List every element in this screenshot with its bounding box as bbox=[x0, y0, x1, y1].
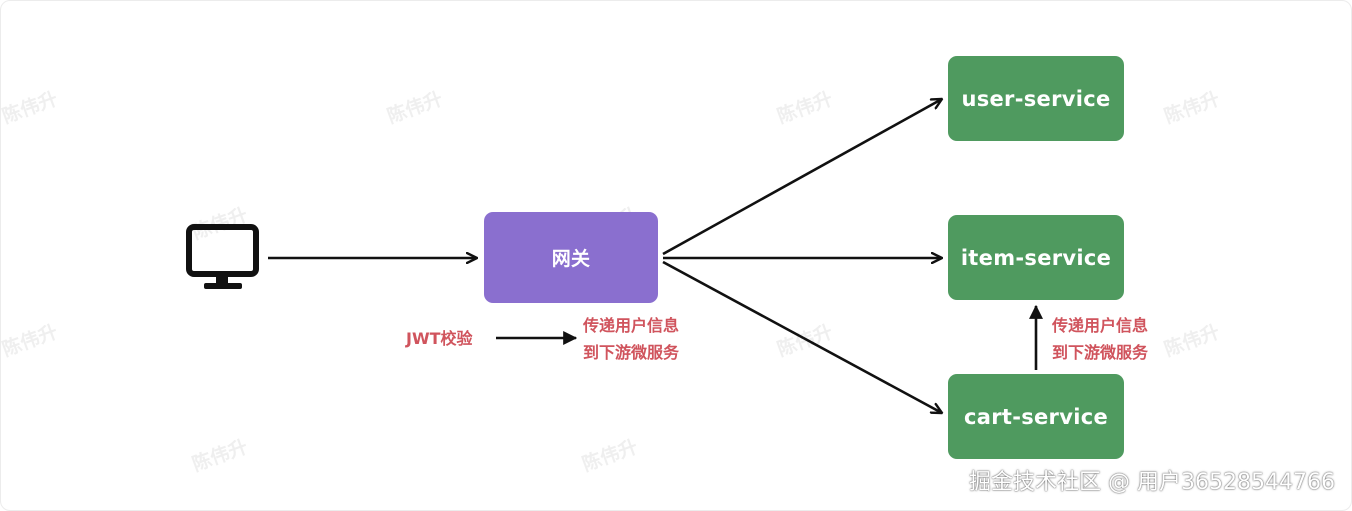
user-service-label: user-service bbox=[961, 86, 1111, 111]
cart-service-node: cart-service bbox=[948, 374, 1124, 459]
source-credit: 掘金技术社区 @ 用户36528544766 bbox=[969, 470, 1335, 495]
gateway-label: 网关 bbox=[551, 248, 591, 270]
item-service-node: item-service bbox=[948, 215, 1124, 300]
item-service-label: item-service bbox=[960, 245, 1112, 270]
gateway-pass-note-line2: 到下游微服务 bbox=[583, 343, 680, 362]
gateway-to-cart-arrow bbox=[662, 260, 942, 413]
jwt-note: JWT校验 bbox=[406, 329, 473, 348]
cart-pass-note-line2: 到下游微服务 bbox=[1052, 343, 1149, 362]
cart-pass-note: 传递用户信息 到下游微服务 bbox=[1052, 312, 1148, 366]
gateway-pass-note: 传递用户信息 到下游微服务 bbox=[583, 312, 679, 366]
monitor-icon bbox=[186, 224, 259, 289]
gateway-pass-note-line1: 传递用户信息 bbox=[583, 316, 680, 335]
gateway-node: 网关 bbox=[484, 212, 658, 303]
user-service-node: user-service bbox=[948, 56, 1124, 141]
gateway-to-user-arrow bbox=[662, 99, 942, 256]
cart-pass-note-line1: 传递用户信息 bbox=[1052, 316, 1149, 335]
cart-service-label: cart-service bbox=[963, 404, 1108, 429]
